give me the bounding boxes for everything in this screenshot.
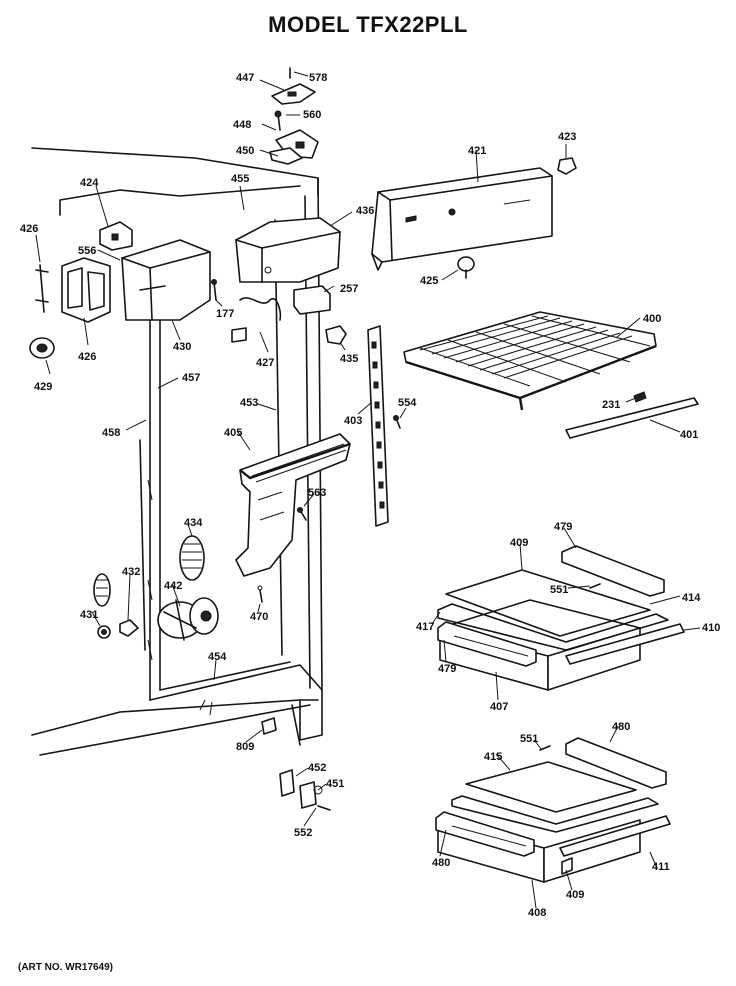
label-556: 556: [78, 245, 96, 257]
label-554: 554: [398, 397, 417, 409]
label-403: 403: [344, 415, 362, 427]
lower-crisper-drawer: [435, 737, 671, 883]
label-457: 457: [182, 372, 200, 384]
label-447: 447: [236, 72, 254, 84]
label-432: 432: [122, 566, 140, 578]
label-448: 448: [233, 119, 251, 131]
label-551-lower: 551: [520, 733, 538, 745]
label-430: 430: [173, 341, 191, 353]
label-423: 423: [558, 131, 576, 143]
page-title: MODEL TFX22PLL: [268, 12, 468, 37]
label-257: 257: [340, 283, 358, 295]
label-454: 454: [208, 651, 227, 663]
label-426-top: 426: [20, 223, 38, 235]
label-421: 421: [468, 145, 486, 157]
air-duct: [93, 433, 351, 641]
label-414: 414: [682, 592, 701, 604]
control-panel: [371, 157, 577, 279]
label-408: 408: [528, 907, 546, 919]
label-434: 434: [184, 517, 203, 529]
label-809: 809: [236, 741, 254, 753]
label-563: 563: [308, 487, 326, 499]
label-455: 455: [231, 173, 249, 185]
label-407: 407: [490, 701, 508, 713]
label-431: 431: [80, 609, 98, 621]
label-479-lower: 479: [438, 663, 456, 675]
label-458: 458: [102, 427, 120, 439]
label-453: 453: [240, 397, 258, 409]
label-409-upper: 409: [510, 537, 528, 549]
label-177: 177: [216, 308, 234, 320]
label-410: 410: [702, 622, 720, 634]
label-429: 429: [34, 381, 52, 393]
label-425: 425: [420, 275, 438, 287]
wire-shelf: [403, 311, 699, 439]
label-415: 415: [484, 751, 502, 763]
label-231: 231: [602, 399, 620, 411]
label-452: 452: [308, 762, 326, 774]
label-424: 424: [80, 177, 99, 189]
label-405: 405: [224, 427, 242, 439]
label-470: 470: [250, 611, 268, 623]
label-578: 578: [309, 72, 327, 84]
label-400: 400: [643, 313, 661, 325]
label-552: 552: [294, 827, 312, 839]
label-560: 560: [303, 109, 321, 121]
label-480-lower: 480: [432, 857, 450, 869]
label-427: 427: [256, 357, 274, 369]
label-435: 435: [340, 353, 358, 365]
label-436: 436: [356, 205, 374, 217]
label-451: 451: [326, 778, 344, 790]
control-parts: [29, 67, 347, 359]
leader-lines: [35, 71, 701, 909]
label-551-upper: 551: [550, 584, 568, 596]
label-426: 426: [78, 351, 96, 363]
label-411: 411: [652, 861, 670, 873]
label-417: 417: [416, 621, 434, 633]
part-number-labels: 447 578 448 560 450 421 423 424 455 436 …: [20, 72, 720, 919]
upper-crisper-drawer: [437, 545, 685, 691]
label-479-top: 479: [554, 521, 572, 533]
label-442: 442: [164, 580, 182, 592]
label-480-top: 480: [612, 721, 630, 733]
label-401: 401: [680, 429, 698, 441]
art-number: (ART NO. WR17649): [18, 962, 114, 973]
hinge-parts: [261, 717, 331, 811]
label-450: 450: [236, 145, 254, 157]
shelf-ladder: [367, 325, 401, 527]
label-409-lower: 409: [566, 889, 584, 901]
